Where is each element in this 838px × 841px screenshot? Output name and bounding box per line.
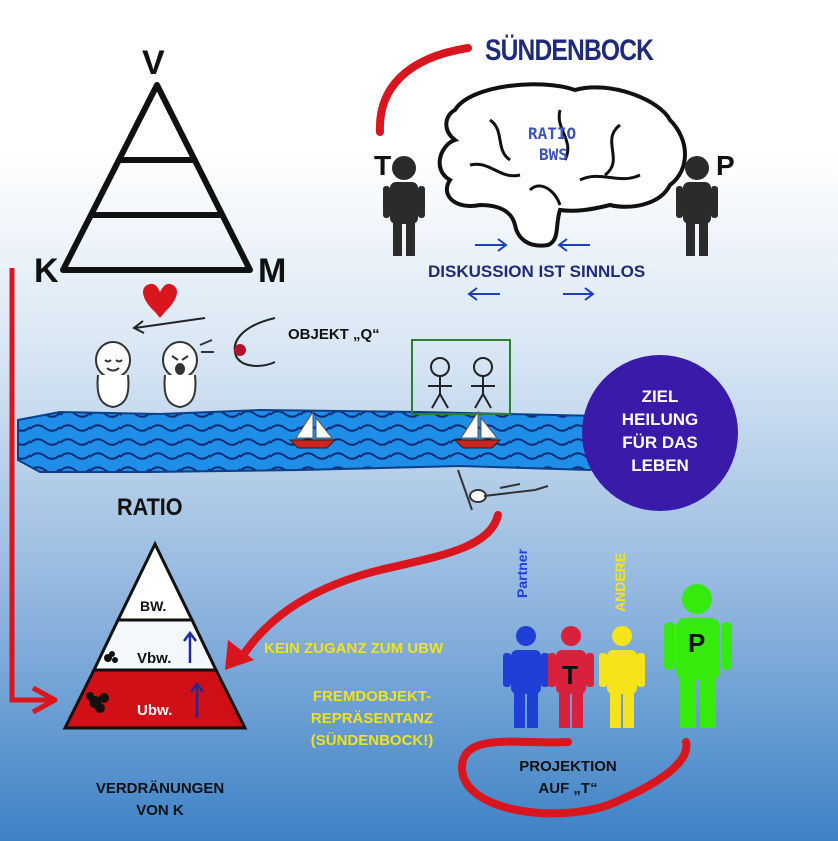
couple-frame bbox=[411, 339, 511, 415]
vertex-v-label: V bbox=[142, 44, 165, 82]
representation-line-3: (SÜNDENBOCK!) bbox=[310, 732, 434, 749]
ratio-pyramid bbox=[62, 540, 248, 730]
brain-ratio-label: RATIO bbox=[528, 124, 577, 143]
level-ubw-label: Ubw. bbox=[137, 702, 173, 719]
baby-happy-icon bbox=[95, 341, 131, 409]
person-p-group-label: P bbox=[688, 628, 706, 658]
diver-icon bbox=[457, 469, 549, 511]
person-t-group-label: T bbox=[562, 660, 578, 690]
discussion-caption: DISKUSSION IST SINNLOS bbox=[428, 262, 646, 281]
vertex-m-label: M bbox=[258, 252, 287, 290]
person-p-label: P bbox=[716, 150, 735, 181]
repression-line-2: VON K bbox=[136, 802, 184, 819]
repression-line-1: VERDRÄNUNGEN bbox=[95, 780, 225, 797]
person-t bbox=[548, 626, 594, 728]
breast-object-icon bbox=[233, 317, 276, 367]
projection-line-2: AUF „T“ bbox=[538, 780, 598, 797]
representation-text: FREMDOBJEKT- REPRÄSENTANZ (SÜNDENBOCK!) bbox=[282, 686, 462, 752]
representation-line-2: REPRÄSENTANZ bbox=[310, 710, 434, 727]
goal-circle bbox=[582, 355, 738, 511]
repression-arrow bbox=[9, 268, 58, 715]
person-p bbox=[664, 584, 732, 728]
person-andere bbox=[599, 626, 645, 728]
projection-text: PROJEKTION AUF „T“ bbox=[488, 756, 648, 800]
boat-icon bbox=[288, 410, 337, 449]
person-partner bbox=[503, 626, 549, 728]
brain-bws-label: BWS bbox=[539, 145, 568, 164]
scapegoat-title: SÜNDENBOCK bbox=[485, 34, 654, 67]
object-q-label: OBJEKT „Q“ bbox=[288, 326, 380, 343]
goal-line-2: HEILUNG bbox=[621, 410, 699, 429]
person-t-label: T bbox=[374, 150, 392, 181]
person-t-silhouette bbox=[383, 156, 425, 256]
projection-loop bbox=[457, 737, 691, 818]
love-arrow bbox=[132, 317, 206, 334]
no-access-label: KEIN ZUGANZ ZUM UBW bbox=[264, 640, 444, 657]
goal-line-4: LEBEN bbox=[631, 456, 689, 475]
goal-text: ZIEL HEILUNG FÜR DAS LEBEN bbox=[600, 385, 720, 477]
no-access-arrow bbox=[225, 511, 502, 670]
projection-line-1: PROJEKTION bbox=[519, 758, 617, 775]
goal-line-3: FÜR DAS bbox=[622, 433, 698, 452]
goal-line-1: ZIEL bbox=[641, 387, 679, 406]
heart-icon bbox=[143, 283, 177, 318]
brain-outline bbox=[437, 82, 687, 248]
vkm-pyramid bbox=[60, 82, 253, 273]
partner-label: Partner bbox=[514, 548, 530, 598]
repression-caption: VERDRÄNUNGEN VON K bbox=[70, 778, 250, 822]
andere-label: ANDERE bbox=[612, 552, 628, 612]
ratio-title: RATIO bbox=[117, 494, 183, 521]
baby-crying-icon bbox=[162, 339, 214, 409]
level-vbw-label: Vbw. bbox=[137, 650, 172, 667]
discussion-arrows bbox=[467, 238, 595, 301]
level-bw-label: BW. bbox=[140, 598, 167, 614]
scapegoat-arc bbox=[375, 44, 472, 136]
vertex-k-label: K bbox=[34, 252, 59, 290]
boat-icon-2 bbox=[453, 410, 502, 449]
person-p-silhouette bbox=[676, 156, 718, 256]
representation-line-1: FREMDOBJEKT- bbox=[312, 688, 432, 705]
